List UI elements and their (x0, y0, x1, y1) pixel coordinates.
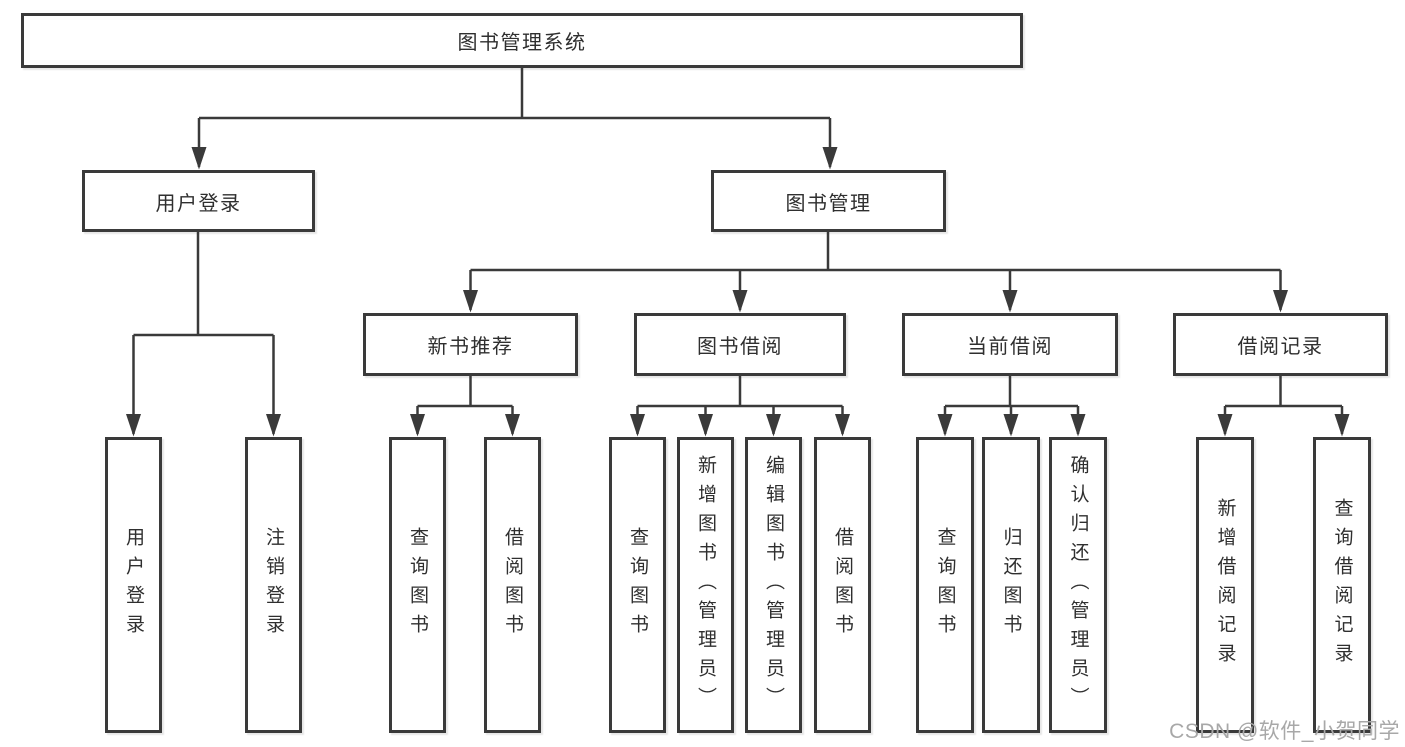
leaf-query-books-label: 查询图书 (627, 527, 648, 643)
leaf-logout-label: 注销登录 (263, 527, 284, 643)
leaf-query-books-label: 查询图书 (407, 527, 428, 643)
node-book-borrowing: 图书借阅 (634, 313, 846, 376)
node-library-management-system: 图书管理系统 (21, 13, 1023, 68)
leaf-return-book: 归还图书 (982, 437, 1040, 733)
leaf-query-books: 查询图书 (609, 437, 666, 733)
leaf-query-borrow-record-label: 查询借阅记录 (1331, 498, 1353, 672)
leaf-user-login: 用户登录 (105, 437, 162, 733)
leaf-query-borrow-record: 查询借阅记录 (1313, 437, 1371, 733)
node-current-borrowing: 当前借阅 (902, 313, 1118, 376)
leaf-confirm-return-admin-label: 确认归还（管理员） (1067, 454, 1089, 716)
node-new-book-recommendation: 新书推荐 (363, 313, 578, 376)
leaf-add-book-admin: 新增图书（管理员） (677, 437, 734, 733)
leaf-query-books: 查询图书 (916, 437, 974, 733)
leaf-borrow-books-label: 借阅图书 (832, 527, 853, 643)
leaf-query-books-label: 查询图书 (934, 527, 956, 643)
node-book-management: 图书管理 (711, 170, 946, 232)
leaf-user-login-label: 用户登录 (123, 527, 144, 643)
leaf-borrow-books-label: 借阅图书 (502, 527, 523, 643)
leaf-add-borrow-record-label: 新增借阅记录 (1214, 498, 1236, 672)
leaf-borrow-books: 借阅图书 (814, 437, 871, 733)
leaf-add-borrow-record: 新增借阅记录 (1196, 437, 1254, 733)
leaf-borrow-books: 借阅图书 (484, 437, 541, 733)
leaf-return-book-label: 归还图书 (1000, 527, 1022, 643)
leaf-add-book-admin-label: 新增图书（管理员） (695, 454, 716, 716)
leaf-logout: 注销登录 (245, 437, 302, 733)
leaf-query-books: 查询图书 (389, 437, 446, 733)
node-borrowing-records: 借阅记录 (1173, 313, 1388, 376)
leaf-edit-book-admin-label: 编辑图书（管理员） (763, 454, 784, 716)
node-user-login: 用户登录 (82, 170, 315, 232)
leaf-confirm-return-admin: 确认归还（管理员） (1049, 437, 1107, 733)
csdn-watermark: CSDN @软件_小贺同学 (1169, 720, 1400, 743)
leaf-edit-book-admin: 编辑图书（管理员） (745, 437, 802, 733)
